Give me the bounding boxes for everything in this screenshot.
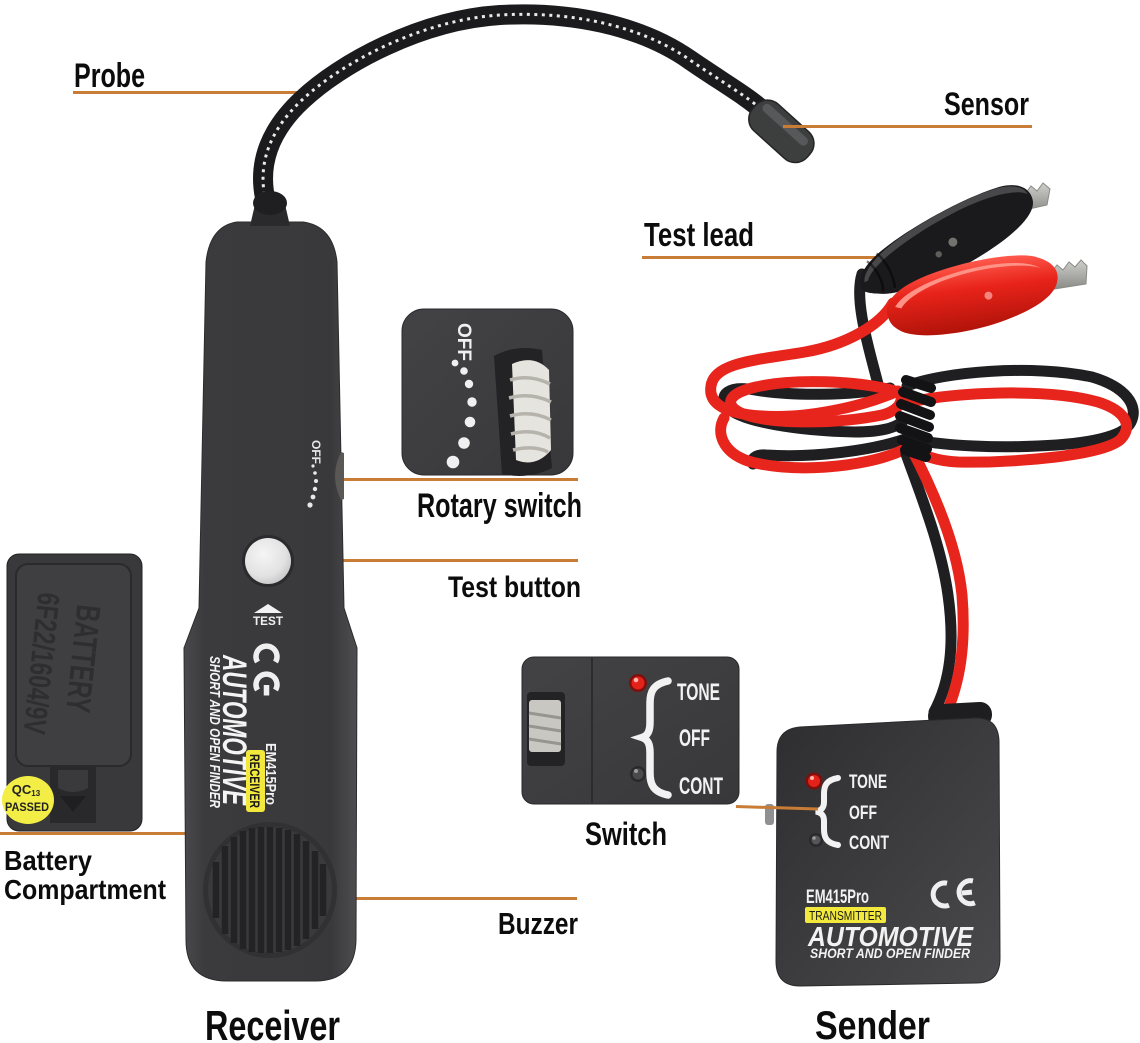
- svg-text:OFF: OFF: [453, 323, 474, 361]
- svg-text:Test lead: Test lead: [644, 216, 754, 253]
- svg-text:Switch: Switch: [585, 816, 667, 852]
- svg-text:TONE: TONE: [677, 679, 720, 706]
- svg-text:Sensor: Sensor: [944, 86, 1029, 122]
- svg-text:Buzzer: Buzzer: [498, 906, 578, 941]
- svg-text:PASSED: PASSED: [5, 802, 49, 814]
- svg-text:OFF: OFF: [679, 725, 710, 752]
- svg-text:TRANSMITTER: TRANSMITTER: [809, 908, 882, 923]
- svg-text:TEST: TEST: [253, 614, 284, 628]
- svg-text:AUTOMOTIVE: AUTOMOTIVE: [807, 921, 974, 952]
- svg-text:Rotary switch: Rotary switch: [417, 487, 582, 525]
- svg-text:SHORT AND OPEN FINDER: SHORT AND OPEN FINDER: [810, 946, 970, 961]
- svg-text:SHORT AND OPEN FINDER: SHORT AND OPEN FINDER: [206, 656, 223, 808]
- svg-text:RECEIVER: RECEIVER: [247, 754, 263, 808]
- svg-text:OFF: OFF: [849, 803, 877, 824]
- svg-text:EM415Pro: EM415Pro: [806, 887, 869, 908]
- svg-text:Battery: Battery: [4, 845, 92, 876]
- svg-text:Probe: Probe: [74, 57, 145, 95]
- svg-text:Sender: Sender: [815, 1004, 930, 1043]
- svg-text:TONE: TONE: [849, 772, 887, 793]
- svg-text:CONT: CONT: [849, 833, 889, 854]
- svg-text:EM415Pro: EM415Pro: [262, 743, 279, 805]
- svg-text:Receiver: Receiver: [205, 1002, 340, 1043]
- svg-text:Test button: Test button: [448, 571, 581, 604]
- svg-text:CONT: CONT: [679, 773, 723, 800]
- svg-text:OFF: OFF: [309, 440, 323, 464]
- svg-text:Compartment: Compartment: [4, 874, 166, 905]
